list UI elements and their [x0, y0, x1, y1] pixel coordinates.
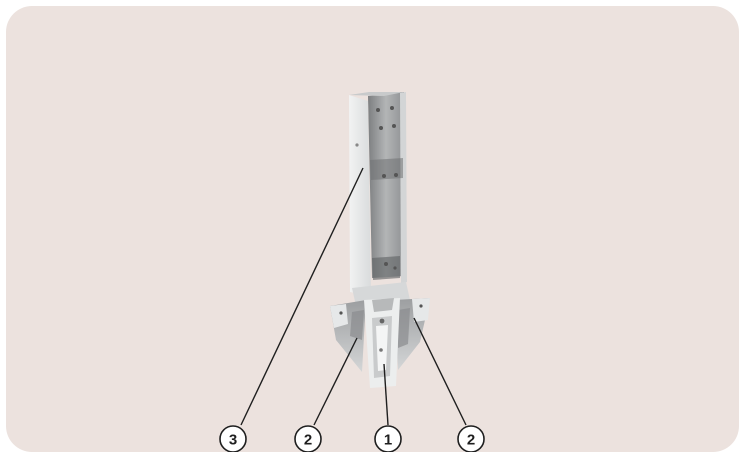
- diagram-panel: 3 2 1 2: [6, 6, 739, 452]
- callout-label-1: 1: [384, 432, 392, 449]
- callout-1: 1: [375, 426, 401, 452]
- callout-2-left: 2: [295, 426, 321, 452]
- callout-3: 3: [220, 426, 246, 452]
- callout-2-right: 2: [458, 426, 484, 452]
- callout-label-2-right: 2: [467, 432, 475, 449]
- callout-label-3: 3: [229, 432, 237, 449]
- post-upright: [349, 92, 407, 296]
- central-stem: [364, 298, 400, 388]
- post-front-flange: [349, 95, 371, 296]
- callout-label-2-left: 2: [304, 432, 312, 449]
- post-base-diagram: 3 2 1 2: [6, 6, 739, 452]
